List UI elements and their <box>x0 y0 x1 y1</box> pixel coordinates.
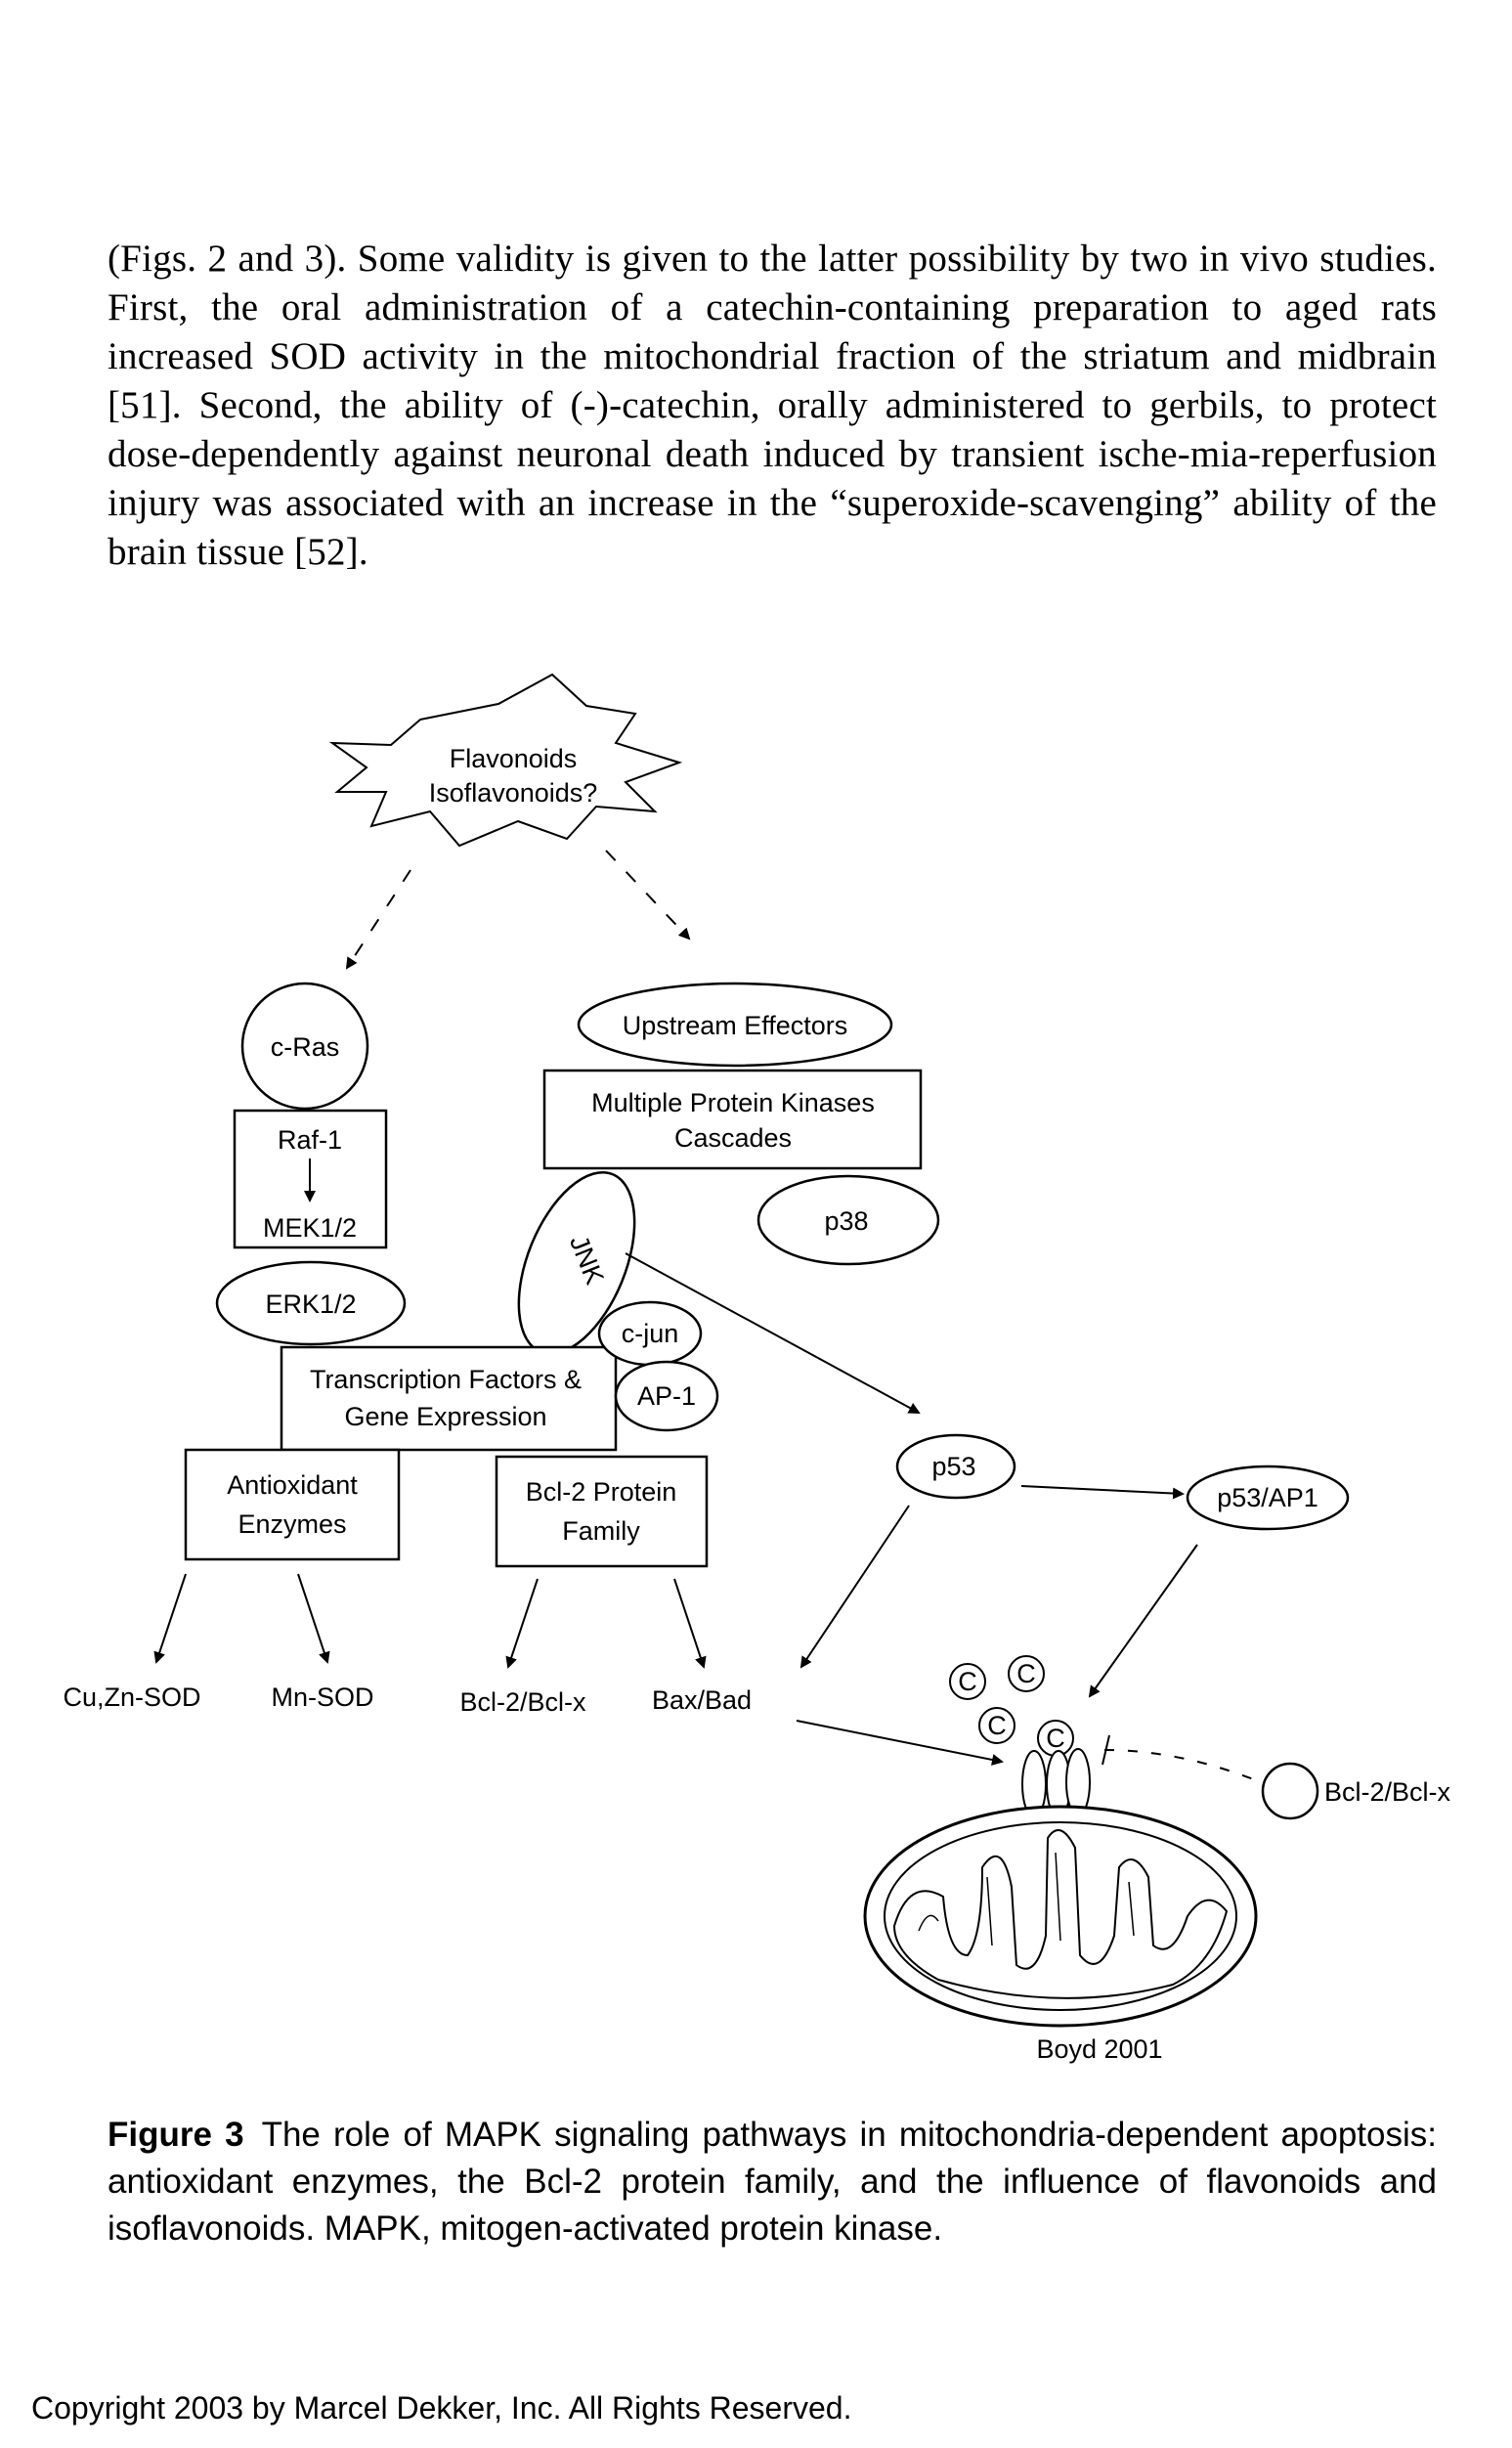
svg-text:C: C <box>958 1667 977 1696</box>
p53-bax-arrow <box>799 1505 910 1669</box>
flavonoids-starburst <box>328 673 683 848</box>
erk-ellipse <box>215 1260 407 1346</box>
p53-p53ap1-arrow <box>1020 1485 1185 1500</box>
body-paragraph: (Figs. 2 and 3). Some validity is given … <box>108 238 1437 573</box>
c-ras-label: c-Ras <box>271 1032 340 1062</box>
ap1-label: AP-1 <box>637 1381 696 1411</box>
bcl-family-line2: Family <box>562 1516 640 1546</box>
p38-ellipse <box>756 1174 940 1266</box>
membrane-pore-icon <box>1021 1748 1091 1818</box>
antioxidant-box <box>184 1448 401 1561</box>
kinases-box <box>542 1069 923 1170</box>
p38-label: p38 <box>824 1206 868 1236</box>
p53-label: p53 <box>931 1452 975 1481</box>
kinases-line2: Cascades <box>674 1123 792 1153</box>
erk-label: ERK1/2 <box>265 1290 356 1319</box>
dashed-arrow-right <box>605 850 691 940</box>
bcl-right-circle <box>1261 1762 1319 1820</box>
dashed-arrow-left <box>345 869 411 970</box>
copyright-notice: Copyright 2003 by Marcel Dekker, Inc. Al… <box>31 2390 852 2426</box>
bcl-right-label: Bcl-2/Bcl-x <box>1324 1777 1451 1807</box>
svg-text:C: C <box>1016 1659 1036 1688</box>
bcl-family-box <box>495 1455 709 1568</box>
cytochrome-c-icon: C C C C <box>949 1655 1074 1757</box>
antiox-line1: Antioxidant <box>227 1470 358 1500</box>
c-ras-circle <box>240 982 369 1111</box>
arrow-bcl <box>505 1578 539 1669</box>
mn-sod-label: Mn-SOD <box>271 1683 373 1712</box>
caption-text: The role of MAPK signaling pathways in m… <box>108 2116 1437 2248</box>
arrow-mn <box>297 1573 330 1664</box>
mitochondrion-icon <box>863 1805 1258 2028</box>
c-jun-label: c-jun <box>622 1319 679 1348</box>
transcription-box <box>280 1345 618 1452</box>
inhibition-tick <box>1102 1734 1110 1766</box>
mapk-diagram: Flavonoids Isoflavonoids? c-Ras Raf-1 ME… <box>63 673 1451 2064</box>
raf1-label: Raf-1 <box>278 1125 342 1155</box>
starburst-line1: Flavonoids <box>450 744 578 773</box>
svg-text:C: C <box>987 1711 1007 1740</box>
kinases-line1: Multiple Protein Kinases <box>591 1088 875 1117</box>
caption-label: Figure 3 <box>108 2116 244 2154</box>
arrow-cuzn <box>153 1573 187 1664</box>
bcl2-bclx-label: Bcl-2/Bcl-x <box>459 1687 586 1717</box>
tf-line2: Gene Expression <box>344 1402 546 1431</box>
bax-bad-label: Bax/Bad <box>652 1685 752 1715</box>
baxbad-mito-arrow <box>796 1720 1004 1766</box>
ap1-ellipse <box>614 1360 719 1432</box>
arrow-bax <box>673 1578 707 1669</box>
bcl-family-line1: Bcl-2 Protein <box>526 1477 677 1507</box>
upstream-label: Upstream Effectors <box>623 1011 848 1040</box>
starburst-line2: Isoflavonoids? <box>429 778 598 808</box>
antiox-line2: Enzymes <box>238 1509 346 1539</box>
bcl-inhibition-dashed <box>1103 1749 1267 1785</box>
upstream-ellipse <box>577 982 893 1068</box>
p53ap1-ellipse <box>1186 1464 1350 1531</box>
mapk-figure: Flavonoids Isoflavonoids? c-Ras Raf-1 ME… <box>0 665 1512 2112</box>
mek-label: MEK1/2 <box>263 1213 357 1243</box>
tf-line1: Transcription Factors & <box>310 1365 582 1394</box>
p53-ellipse <box>895 1433 1016 1500</box>
jnk-p53-arrow <box>625 1252 921 1414</box>
figure-credit: Boyd 2001 <box>1036 2034 1162 2064</box>
p53ap1-label: p53/AP1 <box>1217 1483 1318 1512</box>
svg-text:C: C <box>1046 1724 1065 1753</box>
cuzn-sod-label: Cu,Zn-SOD <box>63 1683 200 1712</box>
p53ap1-mito-arrow <box>1088 1544 1198 1698</box>
